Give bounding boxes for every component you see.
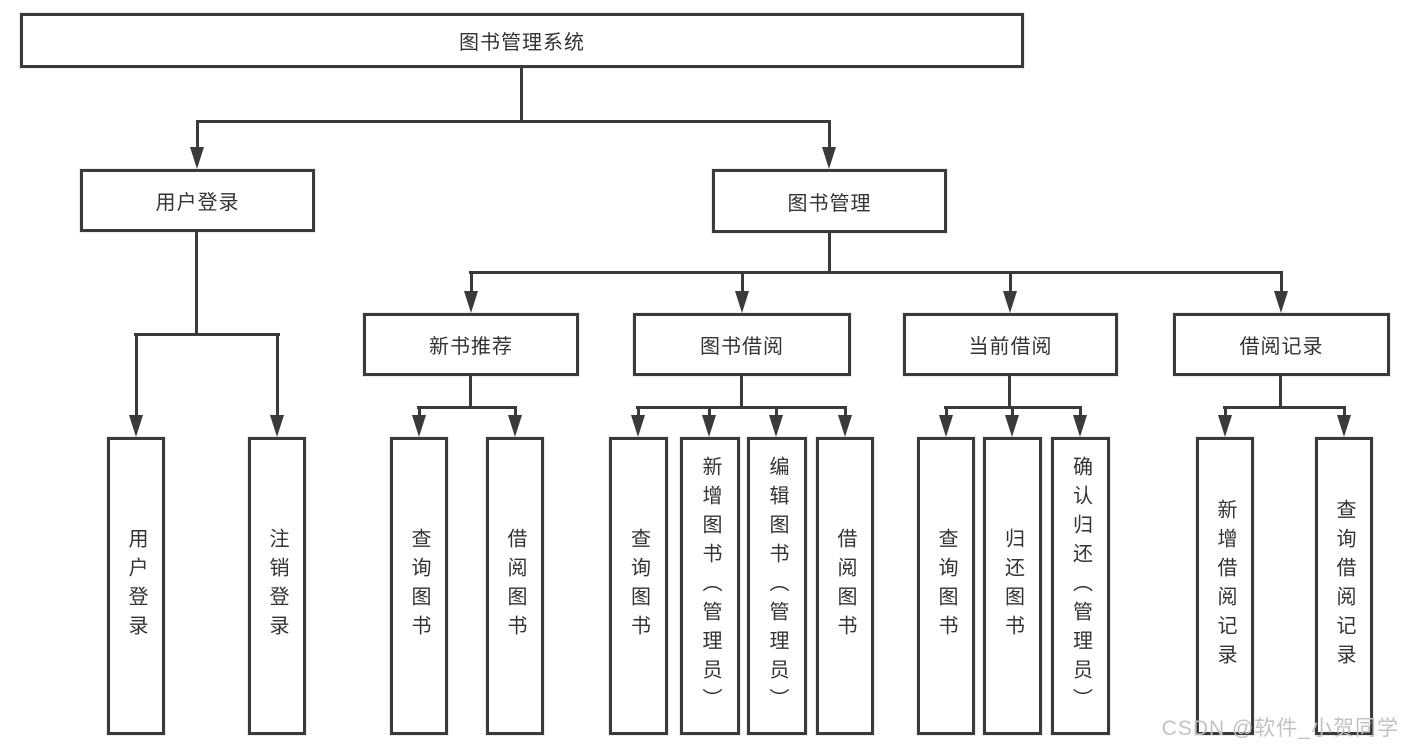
connector-arrow (128, 333, 144, 437)
connector-arrow (734, 271, 750, 313)
connector-line (1279, 376, 1282, 409)
leaf-label: 查询图书 (408, 528, 430, 644)
leaf-return-book: 归还图书 (983, 437, 1042, 735)
node-label: 借阅记录 (1239, 336, 1324, 358)
connector-arrow (1336, 406, 1352, 437)
node-root-system: 图书管理系统 (20, 13, 1024, 68)
leaf-user-login: 用户登录 (107, 437, 165, 735)
node-label: 新书推荐 (429, 336, 513, 358)
connector-arrow (821, 120, 837, 169)
connector-arrow (701, 406, 717, 437)
leaf-label: 查询借阅记录 (1333, 499, 1355, 673)
node-label: 用户登录 (155, 192, 240, 214)
leaf-label: 新增借阅记录 (1214, 499, 1236, 673)
leaf-edit-book-admin: 编辑图书（管理员） (747, 437, 807, 735)
node-user-login: 用户登录 (80, 169, 315, 232)
leaf-label: 借阅图书 (504, 528, 526, 644)
leaf-query-books-borrow: 查询图书 (609, 437, 668, 735)
leaf-label: 新增图书（管理员） (699, 455, 721, 717)
leaf-borrow-books: 借阅图书 (816, 437, 874, 735)
leaf-add-book-admin: 新增图书（管理员） (680, 437, 740, 735)
connector-line (1223, 406, 1346, 409)
connector-arrow (837, 406, 853, 437)
leaf-label: 借阅图书 (834, 528, 856, 644)
leaf-query-books-recommend: 查询图书 (390, 437, 448, 735)
connector-line (1008, 376, 1011, 409)
connector-arrow (630, 406, 646, 437)
connector-line (196, 120, 831, 123)
connector-line (134, 333, 280, 336)
connector-arrow (411, 406, 427, 437)
leaf-label: 查询图书 (627, 528, 650, 644)
leaf-label: 注销登录 (266, 528, 288, 644)
connector-arrow (1217, 406, 1233, 437)
connector-line (828, 232, 831, 274)
leaf-borrow-books-recommend: 借阅图书 (486, 437, 544, 735)
leaf-label: 查询图书 (935, 528, 957, 644)
node-book-management: 图书管理 (712, 169, 947, 233)
node-label: 图书管理系统 (459, 32, 585, 54)
connector-line (469, 376, 472, 409)
leaf-label: 编辑图书（管理员） (766, 455, 788, 717)
connector-arrow (1002, 271, 1018, 313)
leaf-label: 确认归还（管理员） (1069, 455, 1092, 717)
connector-line (469, 271, 1283, 274)
connector-arrow (938, 406, 954, 437)
node-label: 当前借阅 (968, 336, 1053, 358)
leaf-query-borrow-record: 查询借阅记录 (1315, 437, 1373, 735)
connector-line (636, 406, 847, 409)
connector-arrow (189, 120, 205, 169)
connector-arrow (768, 406, 784, 437)
connector-arrow (1072, 406, 1088, 437)
node-current-borrowing: 当前借阅 (903, 313, 1118, 376)
node-label: 图书管理 (787, 192, 872, 215)
leaf-query-books-current: 查询图书 (917, 437, 975, 735)
connector-arrow (1273, 271, 1289, 313)
connector-arrow (1004, 406, 1020, 437)
leaf-label: 用户登录 (125, 528, 147, 644)
leaf-confirm-return-admin: 确认归还（管理员） (1051, 437, 1110, 735)
node-label: 图书借阅 (700, 336, 784, 358)
connector-line (520, 68, 523, 122)
connector-arrow (463, 271, 479, 313)
connector-line (740, 376, 743, 409)
leaf-label: 归还图书 (1001, 528, 1024, 644)
leaf-add-borrow-record: 新增借阅记录 (1196, 437, 1254, 735)
node-borrowing-records: 借阅记录 (1173, 313, 1390, 376)
connector-arrow (507, 406, 523, 437)
connector-arrow (269, 333, 285, 437)
connector-line (417, 406, 517, 409)
node-book-borrowing: 图书借阅 (633, 313, 851, 376)
leaf-logout: 注销登录 (248, 437, 306, 735)
node-new-book-recommendation: 新书推荐 (363, 313, 579, 376)
watermark-text: CSDN @软件_小贺同学 (1161, 717, 1399, 740)
connector-line (195, 232, 198, 335)
